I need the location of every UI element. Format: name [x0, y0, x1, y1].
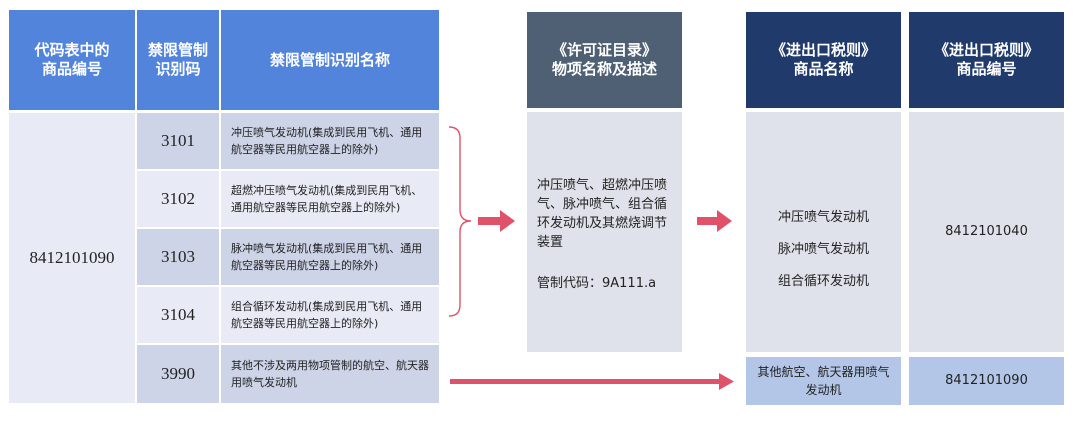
control-id-cell: 3102: [137, 171, 219, 227]
control-name-cell: 其他不涉及两用物项管制的航空、航天器用喷气发动机: [221, 345, 439, 403]
control-name-cell: 超燃冲压喷气发动机(集成到民用飞机、通用航空器等民用航空器上的除外): [221, 171, 439, 227]
control-id-cell: 3101: [137, 113, 219, 169]
control-id-cell: 3104: [137, 287, 219, 343]
license-item-box: 冲压喷气、超燃冲压喷气、脉冲喷气、组合循环发动机及其燃烧调节装置 管制代码：9A…: [527, 112, 682, 352]
control-id-cell: 3103: [137, 229, 219, 285]
arrow-other: [450, 373, 734, 390]
tariff-name-item: 脉冲喷气发动机: [777, 242, 869, 257]
header-code-in-table: 代码表中的 商品编号: [9, 10, 135, 110]
control-name-cell: 冲压喷气发动机(集成到民用飞机、通用航空器等民用航空器上的除外): [221, 113, 439, 169]
control-name-cell: 脉冲喷气发动机(集成到民用飞机、通用航空器等民用航空器上的除外): [221, 229, 439, 285]
tariff-names-box: 冲压喷气发动机 脉冲喷气发动机 组合循环发动机: [746, 112, 901, 352]
arrow-to-tariff: [697, 210, 732, 232]
control-id-cell: 3990: [137, 345, 219, 403]
tariff-other-code: 8412101090: [909, 357, 1064, 405]
license-control-code: 管制代码：9A111.a: [537, 276, 657, 291]
control-name-cell: 组合循环发动机(集成到民用飞机、通用航空器等民用航空器上的除外): [221, 287, 439, 343]
arrow-to-license: [478, 210, 515, 232]
tariff-other-name: 其他航空、航天器用喷气发动机: [746, 357, 901, 405]
bracket: [448, 126, 472, 317]
header-control-name: 禁限管制识别名称: [221, 10, 439, 110]
header-tariff-name: 《进出口税则》 商品名称: [746, 12, 901, 108]
license-item-description: 冲压喷气、超燃冲压喷气、脉冲喷气、组合循环发动机及其燃烧调节装置: [537, 178, 668, 250]
tariff-name-item: 组合循环发动机: [777, 274, 869, 289]
header-license-catalog: 《许可证目录》 物项名称及描述: [527, 12, 682, 108]
header-tariff-code: 《进出口税则》 商品编号: [909, 12, 1064, 108]
tariff-code-main: 8412101040: [909, 112, 1064, 352]
header-control-id: 禁限管制 识别码: [137, 10, 219, 110]
source-code-cell: 8412101090: [9, 113, 135, 403]
tariff-name-item: 冲压喷气发动机: [777, 210, 869, 225]
